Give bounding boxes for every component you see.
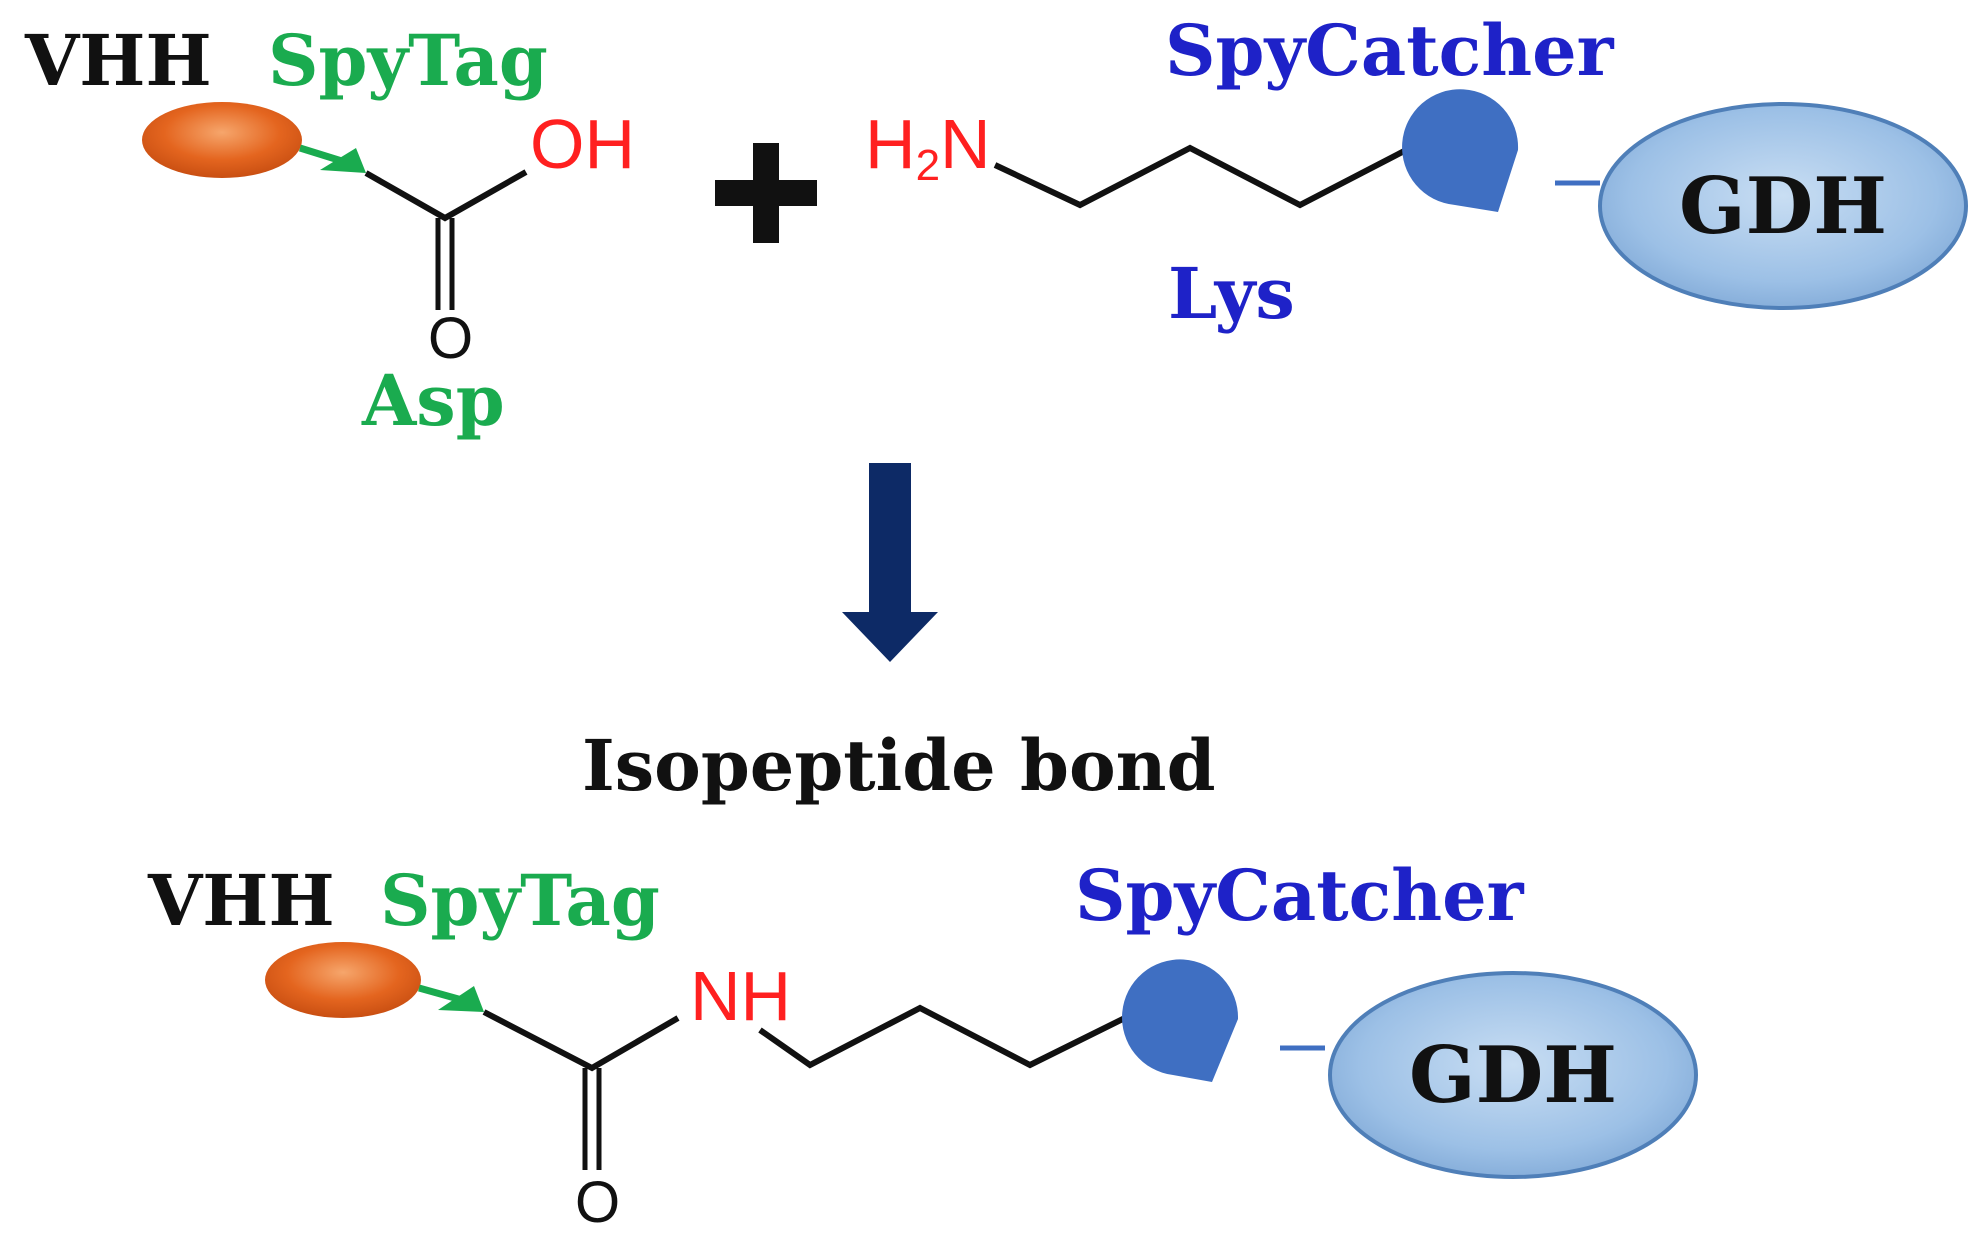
amine-label: H2N — [865, 105, 991, 190]
amide-backbone-bond — [482, 1009, 680, 1072]
product-spycatcher-pacman-shape — [1122, 959, 1239, 1082]
product-spytag-linker — [418, 984, 463, 1004]
spytag-arrowhead-icon — [320, 148, 366, 173]
lysine-side-chain — [993, 144, 1462, 209]
product-carbonyl-oxygen-label: O — [575, 1170, 620, 1235]
asp-backbone-bond — [364, 169, 528, 222]
gdh-enzyme-ellipse — [1598, 102, 1968, 310]
product-vhh-label: VHH — [147, 859, 335, 942]
product-gdh-enzyme-ellipse — [1328, 971, 1698, 1179]
product-spycatcher-label: SpyCatcher — [1075, 854, 1525, 937]
product-spytag-label: SpyTag — [380, 859, 660, 942]
asp-label: Asp — [361, 359, 505, 442]
vhh-domain-ellipse — [142, 102, 302, 178]
spytag-label: SpyTag — [268, 19, 548, 102]
product-vhh-domain-ellipse — [265, 942, 421, 1018]
carbonyl-oxygen-label: O — [428, 306, 473, 371]
lys-label: Lys — [1168, 252, 1295, 335]
product-gdh-label: GDH — [1409, 1030, 1617, 1121]
isopeptide-bond-label: Isopeptide bond — [582, 724, 1216, 807]
reactant-spycatcher-group: H2N GDH SpyCatcher Lys — [865, 9, 1968, 335]
product-group: VHH SpyTag O NH GDH SpyCatcher — [147, 854, 1698, 1235]
product-spytag-arrowhead-icon — [438, 986, 484, 1012]
gdh-label: GDH — [1679, 161, 1887, 252]
amide-nh-label: NH — [690, 957, 791, 1035]
reaction-arrow-icon — [842, 463, 938, 662]
vhh-label: VHH — [24, 19, 212, 102]
spycatcher-pacman-shape — [1402, 89, 1519, 212]
reactant-spytag-group: VHH SpyTag O OH Asp — [24, 19, 635, 442]
spycatcher-label: SpyCatcher — [1165, 9, 1615, 92]
hydroxyl-label: OH — [530, 105, 635, 183]
plus-icon — [715, 143, 817, 243]
